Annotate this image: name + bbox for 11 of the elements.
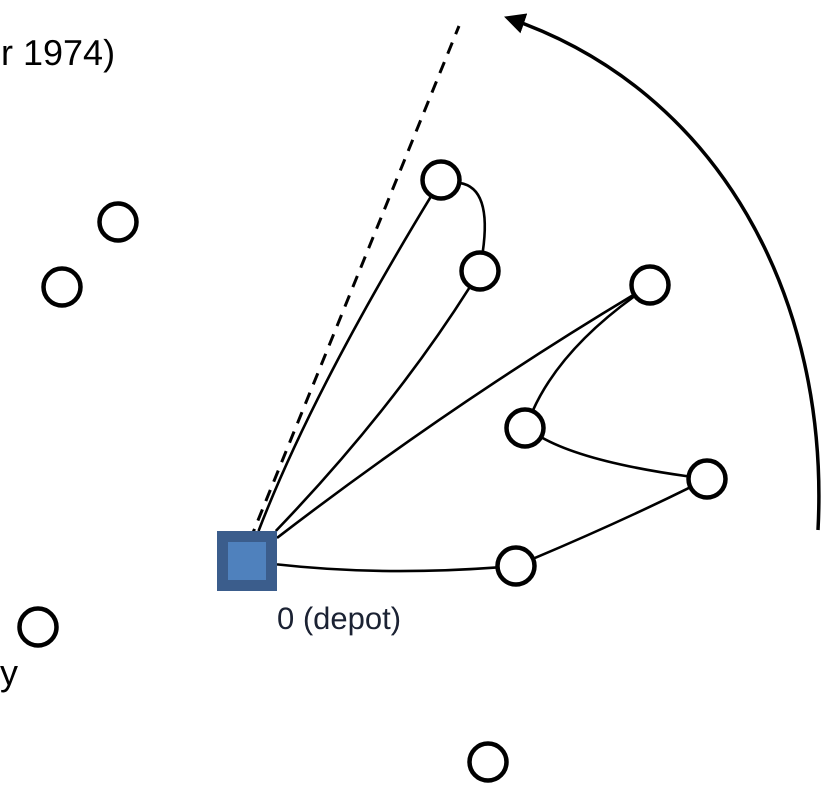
route-line xyxy=(274,286,471,532)
partial-text: r 1974) xyxy=(1,35,116,71)
route-line xyxy=(459,182,486,252)
depot-label: 0 (depot) xyxy=(277,603,402,634)
route-line xyxy=(276,563,498,572)
route-line xyxy=(540,436,688,478)
partial-text: y xyxy=(0,655,18,691)
route-line xyxy=(276,294,634,539)
route-line xyxy=(532,295,636,412)
route-line xyxy=(533,486,691,560)
route-line xyxy=(257,196,432,532)
